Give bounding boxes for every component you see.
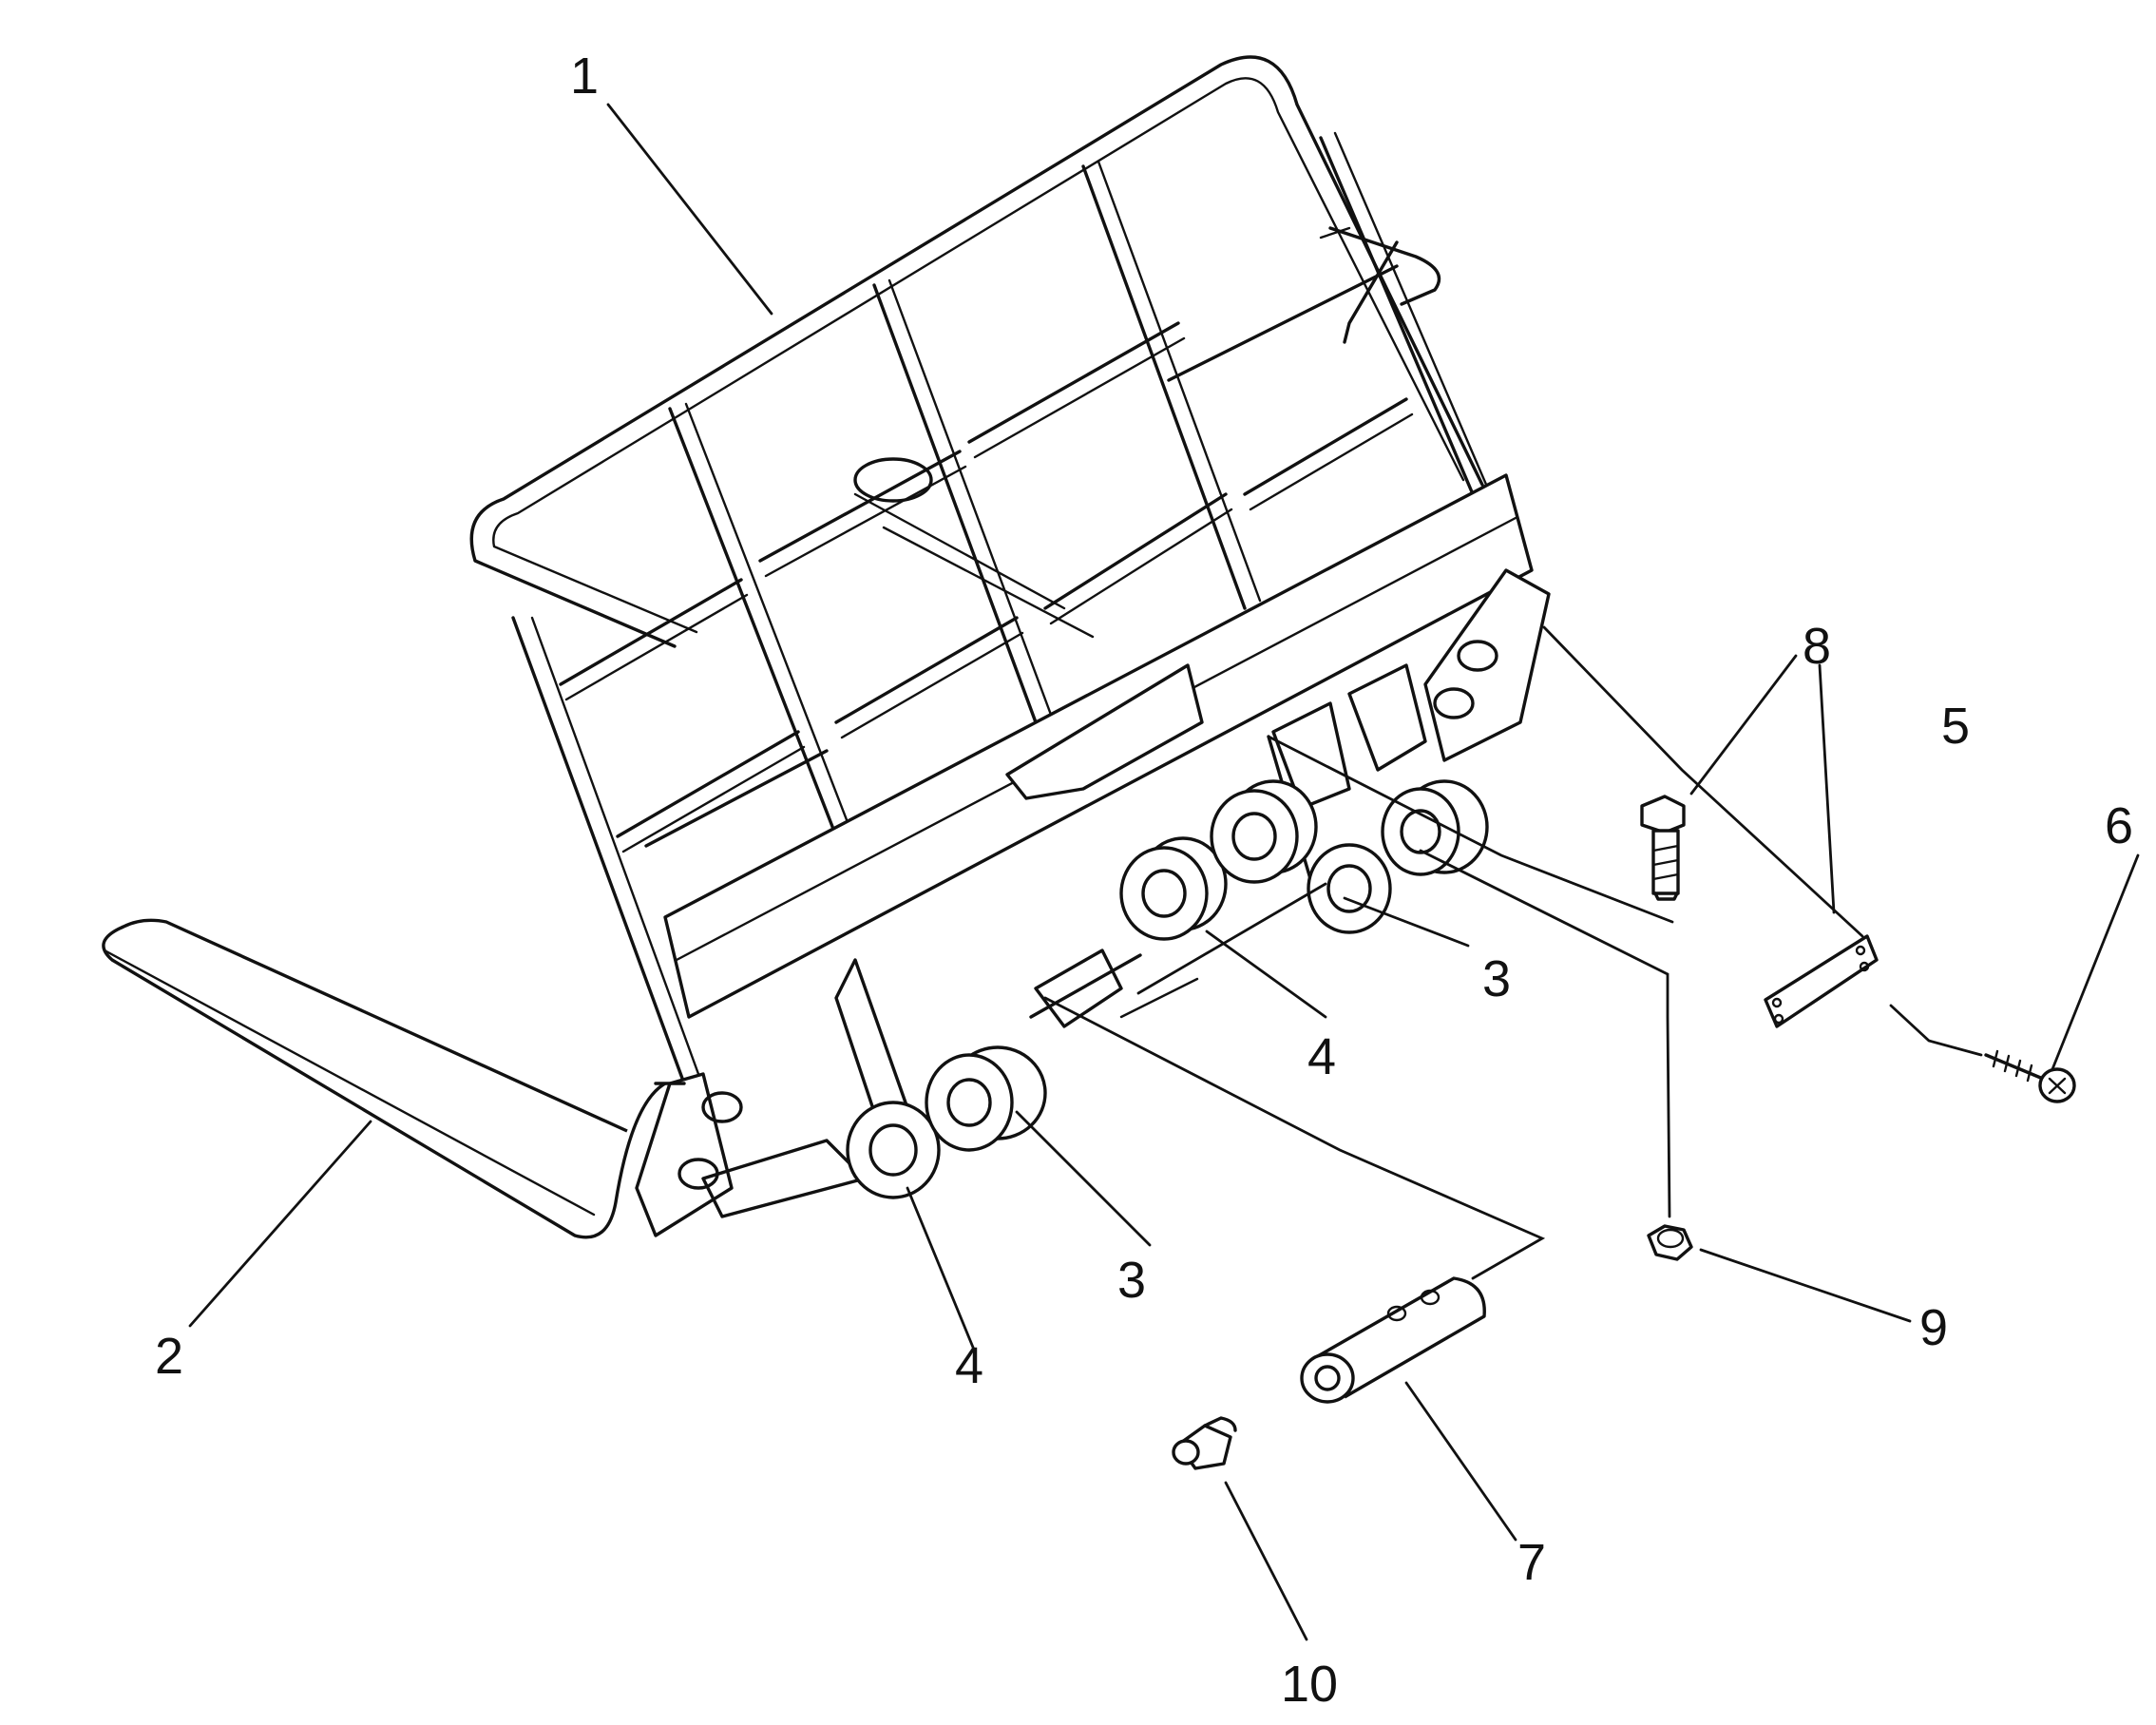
callouts: 1 2 3 3 4 4 5 6 7 8 9 10 (155, 48, 2133, 1713)
carriage-frame (635, 473, 1551, 1237)
roller-left-rear (925, 1045, 1047, 1152)
roller-center-front (1119, 836, 1228, 941)
callout-4-left: 4 (955, 1337, 983, 1394)
grease-nipple (1172, 1416, 1237, 1470)
screw (1984, 1049, 2076, 1103)
plate (1764, 934, 1879, 1028)
roller-right-lower (1307, 843, 1392, 934)
callout-3-center: 3 (1482, 950, 1511, 1007)
leader-lines (188, 103, 2140, 1641)
fork (102, 918, 686, 1239)
callout-5: 5 (1941, 698, 1970, 755)
callout-6: 6 (2105, 797, 2133, 854)
callout-8: 8 (1803, 618, 1831, 675)
load-backrest (469, 55, 1489, 1085)
callout-10: 10 (1281, 1656, 1338, 1713)
callout-7: 7 (1517, 1534, 1546, 1591)
pin (1300, 1276, 1486, 1404)
callout-3-left: 3 (1117, 1252, 1146, 1309)
callout-4-center: 4 (1307, 1028, 1336, 1085)
callout-9: 9 (1919, 1299, 1948, 1356)
nut (1647, 1224, 1693, 1261)
roller-left-front (846, 1101, 941, 1199)
callout-2: 2 (155, 1328, 183, 1385)
bolt (1640, 795, 1686, 901)
roller-right-rear (1381, 779, 1489, 876)
callout-1: 1 (570, 48, 599, 105)
roller-center-rear (1210, 779, 1318, 884)
